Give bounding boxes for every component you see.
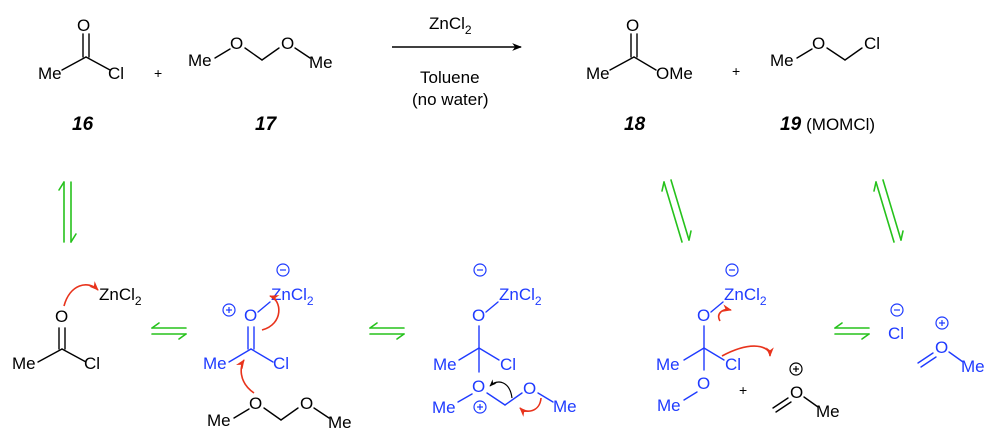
atom-cl: Cl <box>500 355 516 374</box>
plus-charge <box>789 362 803 376</box>
compound-label: 18 <box>624 114 646 135</box>
atom-me: Me <box>203 354 227 373</box>
atom-o: O <box>472 306 485 325</box>
atom-cl: Cl <box>725 355 741 374</box>
atom-me: Me <box>770 51 794 70</box>
compound-label-line: 19(MOMCl) <box>780 114 875 135</box>
atom-o: O <box>77 16 90 35</box>
curved-arrow <box>519 397 542 417</box>
zncl2: ZnCl2 <box>724 285 767 308</box>
atom-me: Me <box>961 357 985 376</box>
equilibrium-arrow-18 <box>661 179 692 243</box>
plus-charge <box>935 316 949 330</box>
curved-arrow <box>63 281 99 307</box>
atom-me: Me <box>433 355 457 374</box>
minus-charge <box>276 263 290 277</box>
compound-label: 17 <box>255 114 278 135</box>
atom-me: Me <box>432 398 456 417</box>
atom-o: O <box>790 383 803 402</box>
atom-o: O <box>300 394 313 413</box>
atom-cl: Cl <box>273 354 289 373</box>
condition-solvent: Toluene <box>420 68 480 87</box>
mech-step-5: Cl O Me <box>888 303 985 376</box>
atom-me: Me <box>207 411 231 430</box>
zncl2: ZnCl2 <box>499 285 542 308</box>
minus-charge <box>725 263 739 277</box>
equilibrium-arrow-h2 <box>369 322 405 340</box>
atom-me: Me <box>553 397 577 416</box>
atom-cl: Cl <box>864 34 880 53</box>
reagent-zncl2: ZnCl2 <box>429 14 472 37</box>
atom-cl: Cl <box>108 64 124 83</box>
mech-step-4: O ZnCl2 Me Cl O Me + O Me <box>656 263 840 421</box>
atom-o: O <box>523 379 536 398</box>
chloride-ion: Cl <box>888 324 904 343</box>
curved-arrow <box>261 295 280 331</box>
atom-o: O <box>626 16 639 35</box>
plus-sign: + <box>732 63 740 79</box>
atom-me: Me <box>586 64 610 83</box>
atom-o: O <box>230 34 243 53</box>
reaction-arrow: ZnCl2 Toluene (no water) <box>392 14 522 109</box>
equilibrium-arrow-h3 <box>834 322 870 340</box>
compound-label: 16 <box>72 114 94 135</box>
atom-o: O <box>812 34 825 53</box>
atom-o: O <box>472 377 485 396</box>
atom-ome: OMe <box>656 64 693 83</box>
equilibrium-arrow-left <box>58 181 77 243</box>
plus-sign: + <box>154 65 162 81</box>
zncl2: ZnCl2 <box>99 285 142 308</box>
atom-me: Me <box>12 354 36 373</box>
curved-arrow <box>489 379 513 399</box>
plus-charge <box>473 400 487 414</box>
minus-charge <box>473 263 487 277</box>
plus-sign: + <box>739 382 747 398</box>
equilibrium-arrow-h1 <box>151 322 187 340</box>
plus-charge <box>222 303 236 317</box>
curved-arrow <box>721 345 774 357</box>
condition-note: (no water) <box>412 90 489 109</box>
mech-step-1: ZnCl2 O Me Cl <box>12 281 142 373</box>
atom-o: O <box>244 306 257 325</box>
atom-o: O <box>249 394 262 413</box>
compound-17: Me O O Me 17 <box>188 34 333 135</box>
atom-me: Me <box>309 53 333 72</box>
atom-me: Me <box>328 413 352 432</box>
atom-o: O <box>55 307 68 326</box>
atom-me: Me <box>656 355 680 374</box>
atom-me: Me <box>188 51 212 70</box>
atom-o: O <box>281 34 294 53</box>
minus-charge <box>890 303 904 317</box>
atom-o: O <box>697 374 710 393</box>
curved-arrow <box>236 359 255 394</box>
compound-16: O Me Cl 16 <box>38 16 124 135</box>
curved-arrow <box>717 304 732 322</box>
compound-19: Me O Cl 19(MOMCl) <box>770 34 880 135</box>
mech-step-2: O ZnCl2 Me Cl Me O O Me <box>203 263 352 432</box>
compound-18: O Me OMe 18 <box>586 16 693 135</box>
zncl2: ZnCl2 <box>271 285 314 308</box>
equilibrium-arrow-19 <box>873 179 904 243</box>
atom-me: Me <box>38 64 62 83</box>
mech-step-3: O ZnCl2 Me Cl O Me O Me <box>432 263 577 417</box>
atom-cl: Cl <box>84 354 100 373</box>
atom-o: O <box>697 306 710 325</box>
atom-me: Me <box>816 402 840 421</box>
atom-me: Me <box>657 396 681 415</box>
atom-o: O <box>935 338 948 357</box>
